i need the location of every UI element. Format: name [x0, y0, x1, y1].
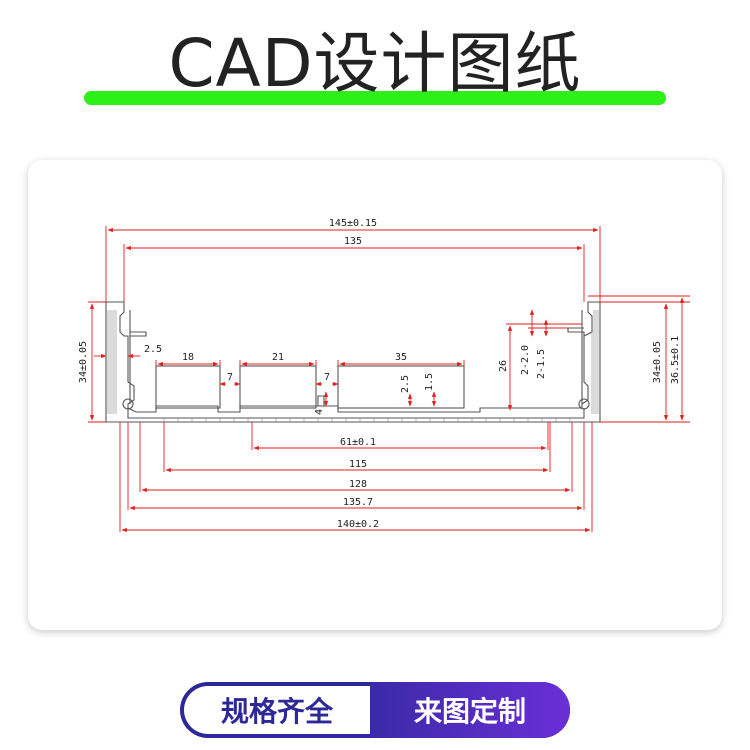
dim-right-total: 36.5±0.1 — [670, 336, 681, 384]
dim-slot3: 35 — [395, 352, 407, 363]
dimension-lines — [88, 226, 690, 533]
extrusion-profile — [105, 301, 601, 423]
dim-right-height: 34±0.05 — [652, 341, 663, 383]
dim-slot-h2: 1.5 — [424, 373, 435, 391]
dim-right-15: 2-1.5 — [536, 349, 547, 379]
dim-fin: 4 — [314, 409, 325, 415]
custom-label: 来图定制 — [370, 682, 570, 738]
dim-slot2: 21 — [272, 352, 284, 363]
dim-bottom-1357: 135.7 — [343, 497, 373, 508]
dim-gap2: 7 — [324, 372, 330, 383]
dim-right-26: 26 — [498, 360, 509, 372]
header: CAD设计图纸 — [0, 0, 750, 130]
dim-top-overall: 145±0.15 — [329, 218, 377, 229]
dim-rib-span: 61±0.1 — [340, 437, 376, 448]
knurl-texture — [107, 310, 599, 422]
cad-drawing: 145±0.15 135 34±0.05 2.5 18 7 21 7 35 2.… — [78, 218, 690, 533]
dim-left-height: 34±0.05 — [78, 341, 89, 383]
page-title: CAD设计图纸 — [168, 25, 582, 102]
footer-banner: 规格齐全 来图定制 — [180, 682, 570, 738]
dim-slot1: 18 — [182, 352, 194, 363]
spec-label: 规格齐全 — [184, 686, 370, 734]
dim-slot-h1: 2.5 — [400, 375, 411, 393]
dim-right-22: 2-2.0 — [520, 345, 531, 375]
dim-left-wall: 2.5 — [144, 344, 162, 355]
dim-gap1: 7 — [227, 372, 233, 383]
drawing-card: 145±0.15 135 34±0.05 2.5 18 7 21 7 35 2.… — [28, 160, 722, 630]
dimension-labels: 145±0.15 135 34±0.05 2.5 18 7 21 7 35 2.… — [78, 218, 681, 530]
dim-bottom-115: 115 — [349, 459, 367, 470]
dim-bottom-128: 128 — [349, 479, 367, 490]
dim-bottom-overall: 140±0.2 — [337, 519, 379, 530]
title-underline — [84, 91, 666, 105]
dim-top-inner: 135 — [344, 236, 362, 247]
